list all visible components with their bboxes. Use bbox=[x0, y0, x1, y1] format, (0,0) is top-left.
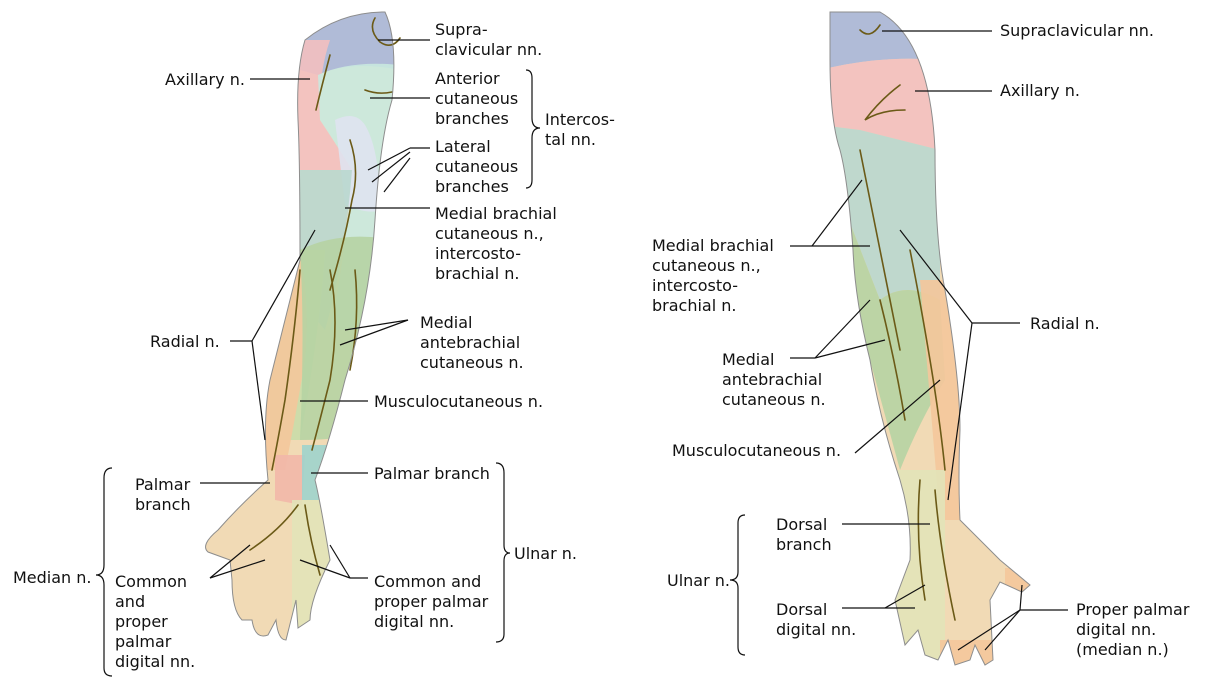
label-common-proper-right: Common and proper palmar digital nn. bbox=[374, 572, 488, 632]
label-anterior-cutaneous: Anterior cutaneous branches bbox=[435, 69, 518, 129]
label-medial-antebrachial-anterior: Medial antebrachial cutaneous n. bbox=[420, 313, 524, 373]
label-supraclavicular-anterior: Supra- clavicular nn. bbox=[435, 20, 542, 60]
label-proper-palmar-digital: Proper palmar digital nn. (median n.) bbox=[1076, 600, 1189, 660]
label-axillary-anterior: Axillary n. bbox=[165, 70, 245, 90]
label-musculocutaneous-anterior: Musculocutaneous n. bbox=[374, 392, 543, 412]
label-ulnar-anterior: Ulnar n. bbox=[514, 544, 577, 564]
label-palmar-branch-median: Palmar branch bbox=[135, 475, 191, 515]
label-medial-brachial-anterior: Medial brachial cutaneous n., intercosto… bbox=[435, 204, 557, 284]
label-axillary-posterior: Axillary n. bbox=[1000, 81, 1080, 101]
label-musculocutaneous-posterior: Musculocutaneous n. bbox=[672, 441, 841, 461]
label-dorsal-digital: Dorsal digital nn. bbox=[776, 600, 856, 640]
label-radial-posterior: Radial n. bbox=[1030, 314, 1100, 334]
label-medial-brachial-posterior: Medial brachial cutaneous n., intercosto… bbox=[652, 236, 774, 316]
label-palmar-branch-ulnar: Palmar branch bbox=[374, 464, 490, 484]
label-dorsal-branch: Dorsal branch bbox=[776, 515, 832, 555]
label-radial-anterior: Radial n. bbox=[150, 332, 220, 352]
label-medial-antebrachial-posterior: Medial antebrachial cutaneous n. bbox=[722, 350, 826, 410]
label-supraclavicular-posterior: Supraclavicular nn. bbox=[1000, 21, 1154, 41]
label-common-proper-left: Common and proper palmar digital nn. bbox=[115, 572, 195, 672]
label-ulnar-posterior: Ulnar n. bbox=[667, 571, 730, 591]
label-lateral-cutaneous: Lateral cutaneous branches bbox=[435, 137, 518, 197]
label-intercostal: Intercos- tal nn. bbox=[545, 110, 615, 150]
label-median: Median n. bbox=[13, 568, 92, 588]
